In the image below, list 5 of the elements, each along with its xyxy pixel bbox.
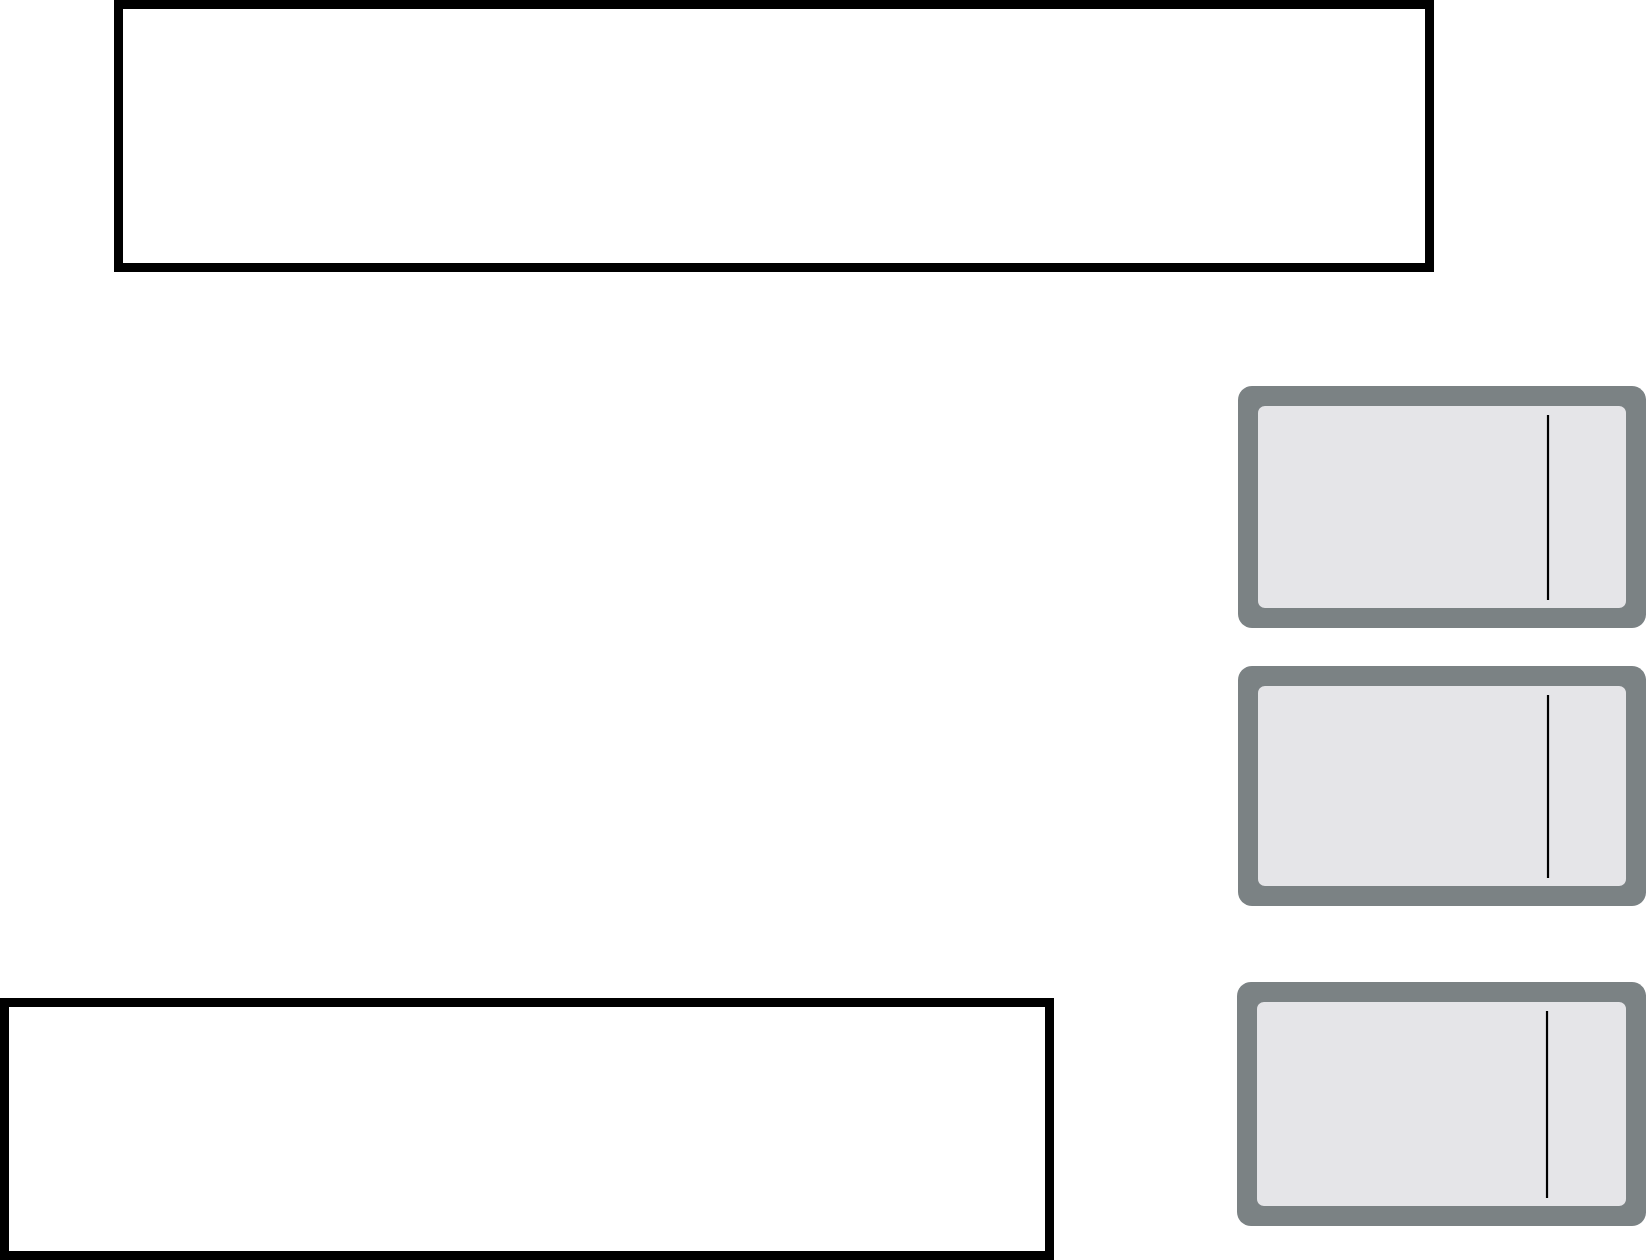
display-panel <box>1238 666 1646 906</box>
answer-box <box>0 998 1054 1260</box>
answer-box <box>114 0 1434 272</box>
display-panel <box>1238 386 1646 628</box>
display-panel <box>1237 982 1646 1226</box>
